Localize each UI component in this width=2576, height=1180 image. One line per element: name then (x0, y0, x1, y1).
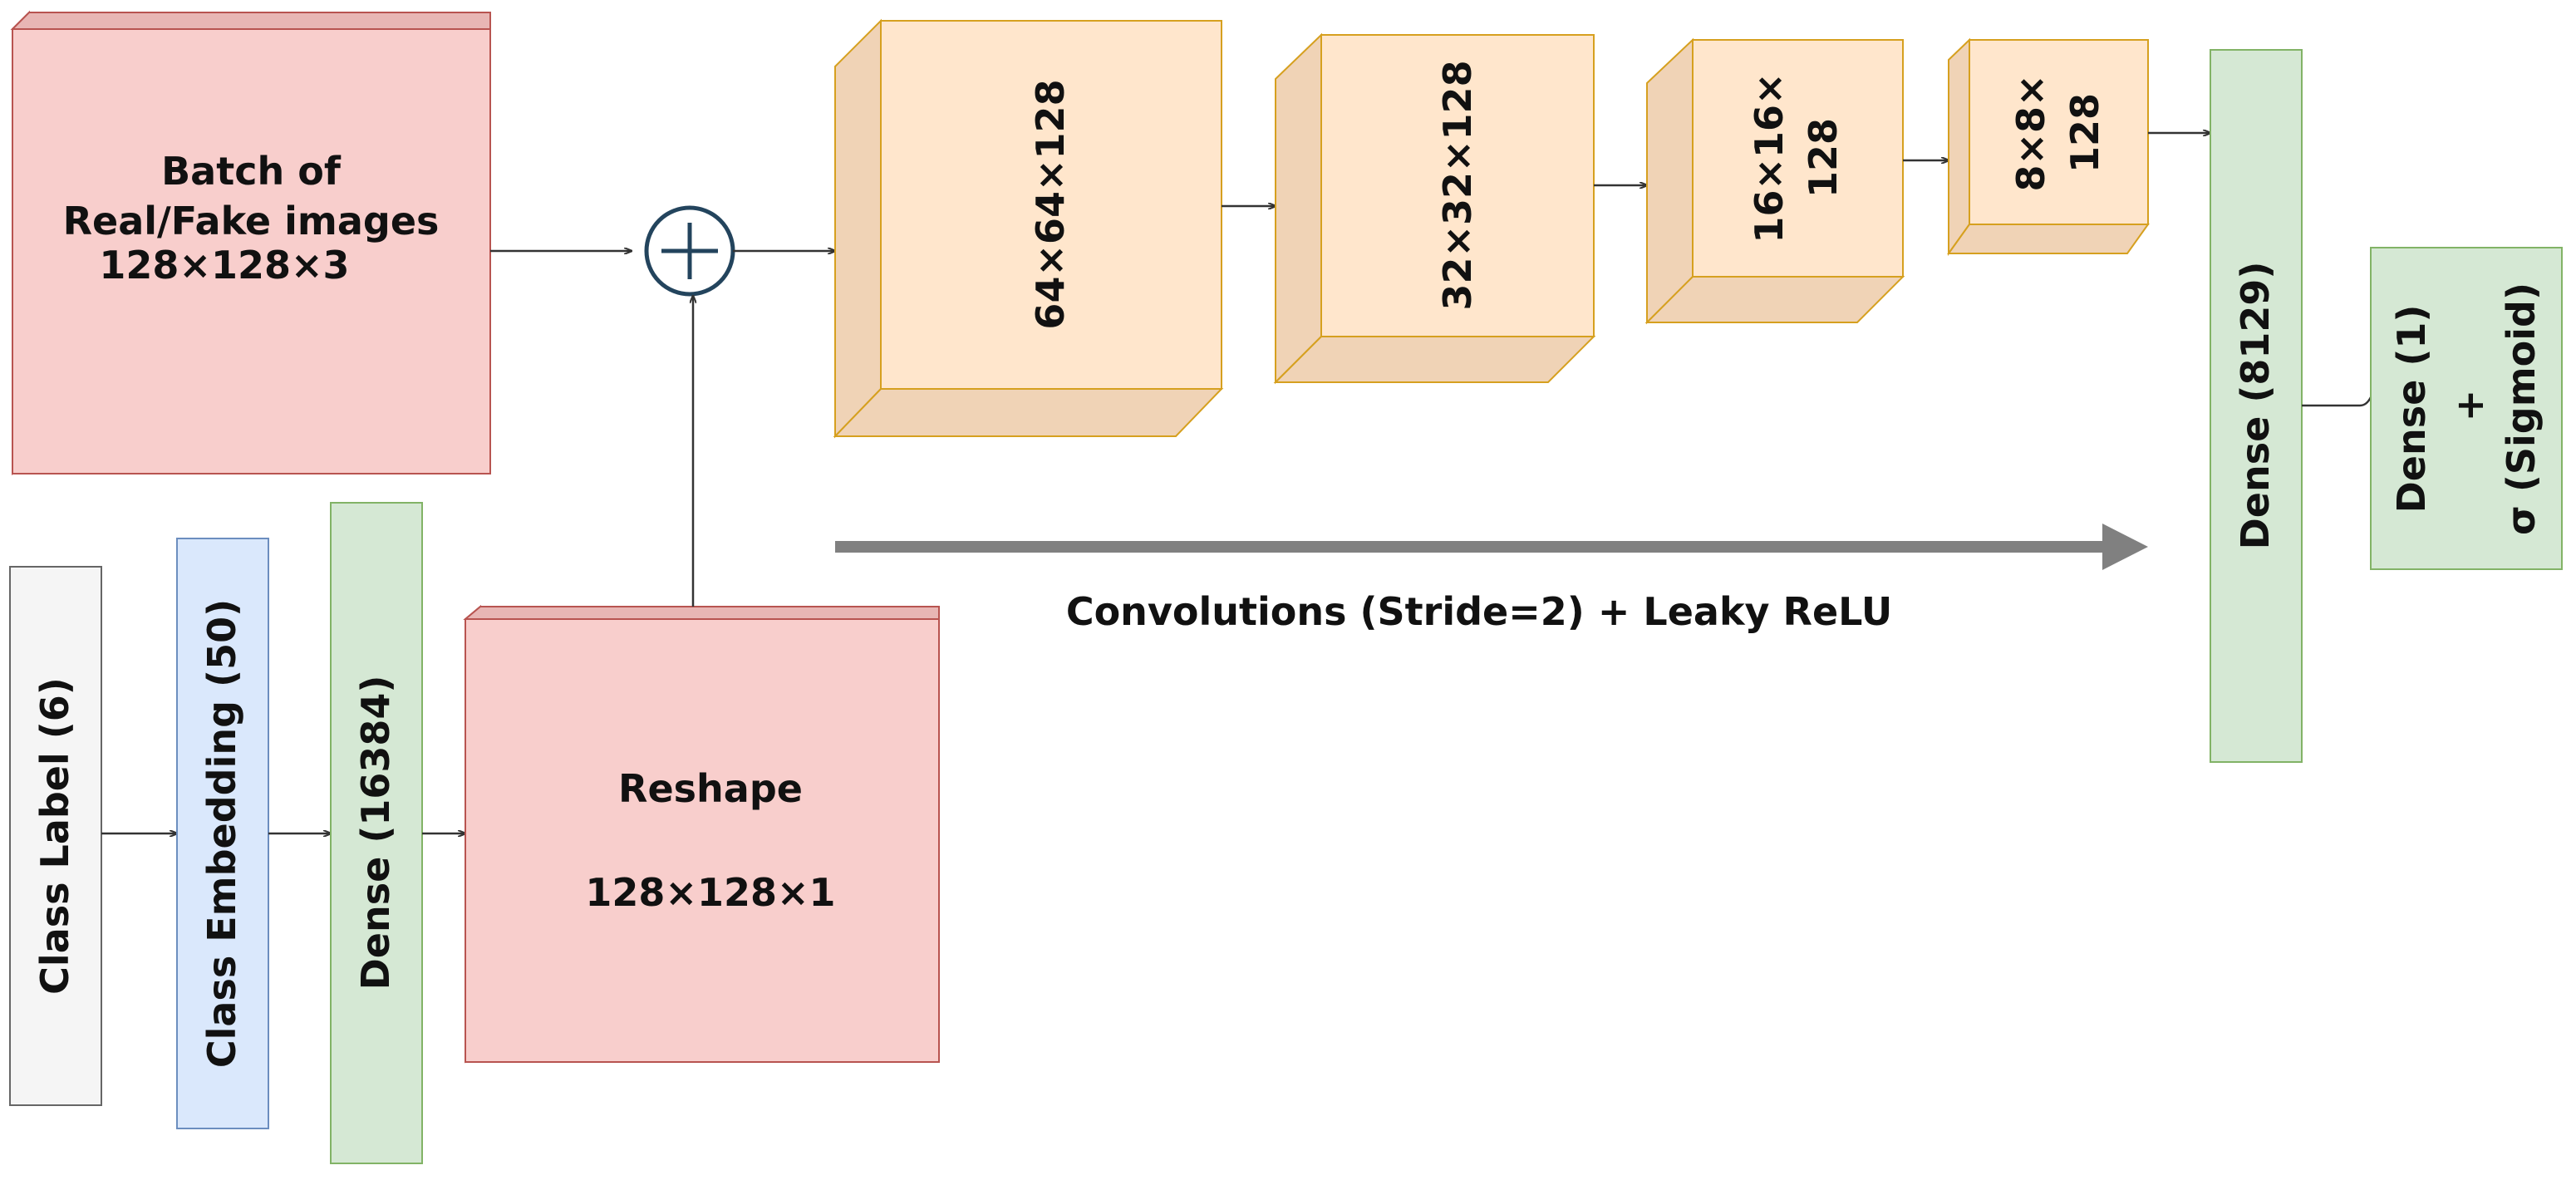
conv-block-64-text: 64×64×128 (1028, 79, 1073, 329)
conv-block-64: 64×64×128 (833, 18, 1224, 439)
input-image-line-3: 128×128×3 (99, 243, 349, 288)
conv-block-8: 8×8× 128 (1947, 37, 2150, 257)
conv-block-16: 16×16× 128 (1644, 37, 1905, 325)
dense-16384-text: Dense (16384) (353, 676, 398, 991)
dense-8129-block: Dense (8129) (2210, 49, 2303, 763)
dense-8129-text: Dense (8129) (2233, 262, 2278, 550)
conv-block-32: 32×32×128 (1273, 32, 1596, 385)
class-label-text: Class Label (6) (32, 677, 77, 995)
reshape-title: Reshape (618, 766, 803, 811)
input-image-line-2: Real/Fake images (63, 199, 440, 243)
convolutions-caption: Convolutions (Stride=2) + Leaky ReLU (1066, 589, 1892, 634)
reshape-shape: 128×128×1 (585, 870, 835, 915)
class-embedding-text: Class Embedding (50) (199, 599, 244, 1068)
class-embedding-block: Class Embedding (50) (176, 538, 269, 1129)
conv-block-8-text-1: 8×8× (2008, 74, 2053, 191)
conv-block-32-text: 32×32×128 (1435, 60, 1480, 310)
input-image-line-1: Batch of (161, 149, 342, 194)
concat-icon (644, 205, 735, 297)
dense-output-block: Dense (1) + σ (Sigmoid) (2370, 247, 2563, 570)
arrow-dense-to-output (2302, 396, 2372, 407)
dense-output-line-2: + (2447, 390, 2492, 422)
dense-16384-block: Dense (16384) (330, 502, 423, 1164)
dense-output-line-3: σ (Sigmoid) (2499, 283, 2544, 535)
conv-block-16-text-1: 16×16× (1747, 72, 1792, 243)
reshape-block: Reshape 128×128×1 (463, 604, 940, 1064)
conv-block-8-text-2: 128 (2062, 93, 2107, 173)
svg-text:Batch of Real/Fake image: Batch of Real/Fake images 128×128×3 (63, 149, 453, 288)
dense-output-line-1: Dense (1) (2389, 305, 2434, 514)
class-label-block: Class Label (6) (9, 566, 102, 1106)
conv-block-16-text-2: 128 (1801, 118, 1846, 198)
convolutions-flow-arrow (835, 524, 2148, 570)
input-image-block: Batch of Real/Fake images 128×128×3 (10, 10, 491, 475)
